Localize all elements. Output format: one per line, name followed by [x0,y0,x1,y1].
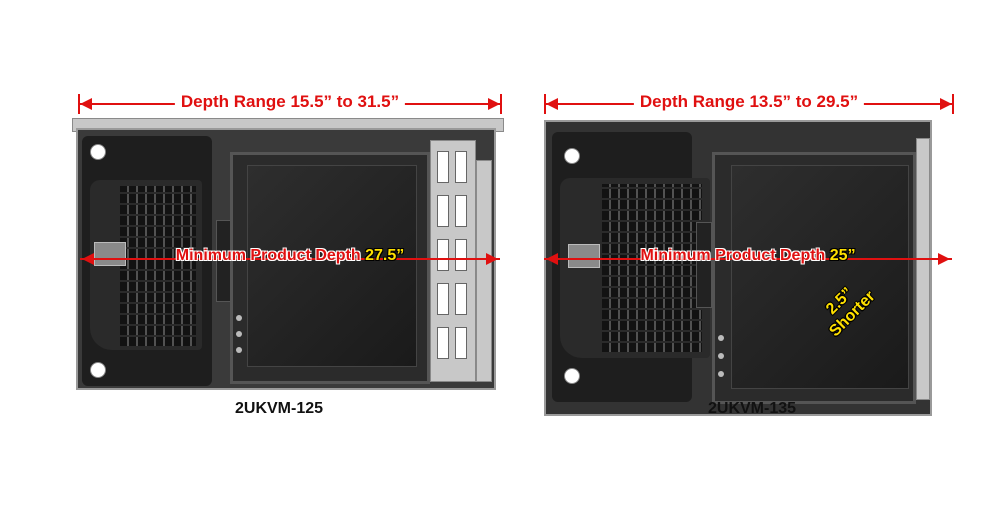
arrow-left-icon [80,98,92,110]
kvm-chassis [544,120,932,416]
lcd-screen [247,165,417,367]
model-label: 2UKVM-135 [708,400,797,417]
screw-top [90,144,106,160]
depth-range-arrow: Depth Range 13.5” to 29.5” [544,92,954,114]
side-rail [476,160,492,382]
lcd-screen [731,165,909,389]
arrow-right-icon [938,253,950,265]
touchpad [568,244,600,268]
minimum-depth-label: Minimum Product Depth 25” [640,247,855,265]
touchpad [94,242,126,266]
menu-led [236,331,242,337]
keyboard [560,178,710,358]
arrow-left-icon [82,253,94,265]
keyboard-keys [602,184,702,352]
model-label: 2UKVM-125 [235,400,324,417]
arrow-right-icon [488,98,500,110]
minimum-depth-value: 27.5” [365,247,405,264]
minimum-depth-text: Minimum Product Depth [640,247,830,264]
select-led [718,371,724,377]
minimum-depth-text: Minimum Product Depth [175,247,366,264]
power-led [236,315,242,321]
arrow-right-icon [486,253,498,265]
depth-range-label: Depth Range 15.5” to 31.5” [174,92,406,112]
side-rail [916,138,930,400]
screw-bottom [90,362,106,378]
minimum-depth-arrow: Minimum Product Depth 27.5” [80,247,500,266]
screw-top [564,148,580,164]
arrow-left-icon [546,253,558,265]
monitor-hinge [696,222,712,308]
power-led [718,335,724,341]
minimum-depth-label: Minimum Product Depth 27.5” [176,247,404,265]
arrow-right-icon [940,98,952,110]
left-unit-panel: Depth Range 15.5” to 31.5” [72,92,504,417]
right-unit-panel: Depth Range 13.5” to 29.5” Minimum Produ… [520,0,1000,513]
menu-led [718,353,724,359]
minimum-depth-value: 25” [829,247,856,264]
vent-panel [430,140,476,382]
depth-range-arrow: Depth Range 15.5” to 31.5” [78,92,502,114]
keyboard-keys [120,186,196,346]
keyboard [90,180,202,350]
lcd-monitor [230,152,430,384]
arrow-left-icon [546,98,558,110]
depth-range-label: Depth Range 13.5” to 29.5” [633,92,865,112]
lcd-monitor [712,152,916,404]
select-led [236,347,242,353]
minimum-depth-arrow: Minimum Product Depth 25” [544,247,952,266]
screw-bottom [564,368,580,384]
